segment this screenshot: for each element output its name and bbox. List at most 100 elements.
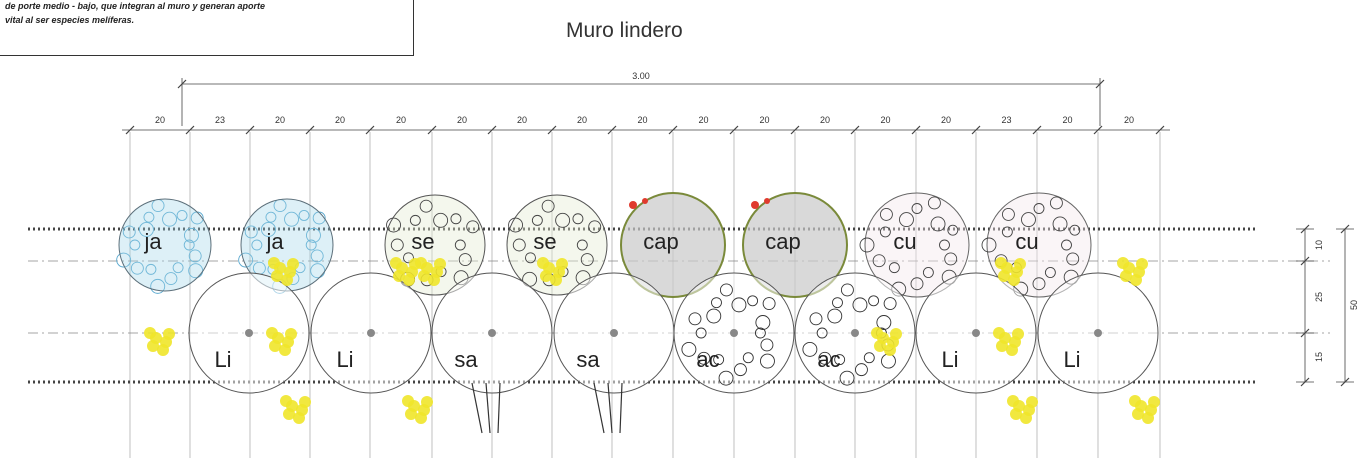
yellow-flower-mark <box>286 400 298 412</box>
foliage-mark <box>816 327 828 339</box>
plant-center-mark <box>972 329 980 337</box>
column-dimension-label: 23 <box>1001 115 1011 125</box>
column-dimension-tick <box>729 125 739 135</box>
plant-center-mark <box>851 329 859 337</box>
foliage-mark <box>284 211 299 227</box>
yellow-flower-mark <box>421 396 433 408</box>
foliage-mark <box>390 238 404 252</box>
plant-label-cu: cu <box>893 229 916 254</box>
total-dimension-slash <box>1095 79 1105 89</box>
plant-label-cap: cap <box>643 229 678 254</box>
foliage-mark <box>1049 196 1063 210</box>
plant-label-ja: ja <box>143 229 162 254</box>
foliage-mark <box>944 252 958 266</box>
column-dimension-label: 20 <box>275 115 285 125</box>
plant-Li-symbol <box>266 257 433 424</box>
stem-mark <box>607 382 613 434</box>
foliage-mark <box>183 239 195 251</box>
column-dimension-tick <box>125 125 135 135</box>
column-dimension-label: 20 <box>396 115 406 125</box>
foliage-mark <box>695 327 707 339</box>
side-dimension-label: 25 <box>1314 292 1324 302</box>
foliage-mark <box>512 238 526 252</box>
foliage-mark <box>576 239 588 251</box>
foliage-mark <box>433 212 449 228</box>
plant-symbols <box>116 192 1160 434</box>
column-dimension-label: 20 <box>637 115 647 125</box>
plant-label-Li: Li <box>941 347 958 372</box>
foliage-mark <box>310 249 324 263</box>
plant-label-Li: Li <box>336 347 353 372</box>
foliage-mark <box>947 224 959 236</box>
foliage-mark <box>879 226 891 238</box>
plant-canopy <box>620 192 726 298</box>
yellow-flower-mark <box>421 262 433 274</box>
foliage-mark <box>1052 216 1068 232</box>
foliage-mark <box>879 207 893 221</box>
foliage-mark <box>859 237 875 253</box>
plant-label-ac: ac <box>696 347 719 372</box>
yellow-flower-mark <box>1135 400 1147 412</box>
foliage-mark <box>1021 212 1036 228</box>
yellow-flower-mark <box>285 328 297 340</box>
plant-center-mark <box>488 329 496 337</box>
column-dimension-label: 23 <box>215 115 225 125</box>
foliage-mark <box>731 297 747 313</box>
foliage-mark <box>541 199 555 213</box>
foliage-mark <box>508 217 524 233</box>
total-dimension-label: 3.00 <box>632 71 650 81</box>
column-dimension-label: 20 <box>517 115 527 125</box>
plant-canopy <box>118 198 212 292</box>
side-dimension-total-label: 50 <box>1349 300 1359 310</box>
column-dimension-tick <box>607 125 617 135</box>
foliage-mark <box>711 297 722 309</box>
yellow-flower-mark <box>272 332 284 344</box>
side-dimension-label: 15 <box>1314 352 1324 362</box>
plant-label-cap: cap <box>765 229 800 254</box>
yellow-flower-mark <box>274 262 286 274</box>
foliage-mark <box>910 277 924 291</box>
foliage-mark <box>855 363 868 377</box>
yellow-flower-mark <box>1136 258 1148 270</box>
red-flower-mark <box>642 198 648 204</box>
yellow-flower-mark <box>150 332 162 344</box>
foliage-mark <box>525 252 536 264</box>
yellow-flower-mark <box>877 332 889 344</box>
foliage-mark <box>899 212 914 228</box>
foliage-mark <box>888 262 900 274</box>
foliage-mark <box>742 352 754 364</box>
foliage-mark <box>1033 203 1045 214</box>
foliage-mark <box>922 267 934 278</box>
side-dimension-slash <box>1340 377 1350 387</box>
yellow-flower-mark <box>163 328 175 340</box>
foliage-mark <box>883 297 897 310</box>
column-dimension-tick <box>185 125 195 135</box>
column-dimension-label: 20 <box>941 115 951 125</box>
foliage-mark <box>827 308 843 324</box>
column-dimension-tick <box>547 125 557 135</box>
side-dimension-slash <box>1300 377 1310 387</box>
red-flower-mark <box>751 201 759 209</box>
yellow-flower-mark <box>1148 396 1160 408</box>
plant-cap-symbol <box>742 192 848 298</box>
foliage-mark <box>450 213 462 225</box>
red-flower-mark <box>764 198 770 204</box>
plant-label-se: se <box>533 229 556 254</box>
foliage-mark <box>588 220 602 234</box>
column-dimension-label: 20 <box>880 115 890 125</box>
foliage-mark <box>927 196 941 210</box>
foliage-mark <box>403 252 414 264</box>
foliage-mark <box>760 353 775 369</box>
foliage-mark <box>1001 207 1015 221</box>
foliage-mark <box>734 363 747 377</box>
side-dimension-slash <box>1300 224 1310 234</box>
foliage-mark <box>981 237 997 253</box>
foliage-mark <box>164 272 178 286</box>
plant-label-cu: cu <box>1015 229 1038 254</box>
column-dimension-tick <box>487 125 497 135</box>
foliage-mark <box>122 225 136 239</box>
plant-Li-symbol <box>871 257 1038 424</box>
foliage-mark <box>419 199 433 213</box>
plant-canopy <box>742 192 848 298</box>
plant-center-mark <box>610 329 618 337</box>
